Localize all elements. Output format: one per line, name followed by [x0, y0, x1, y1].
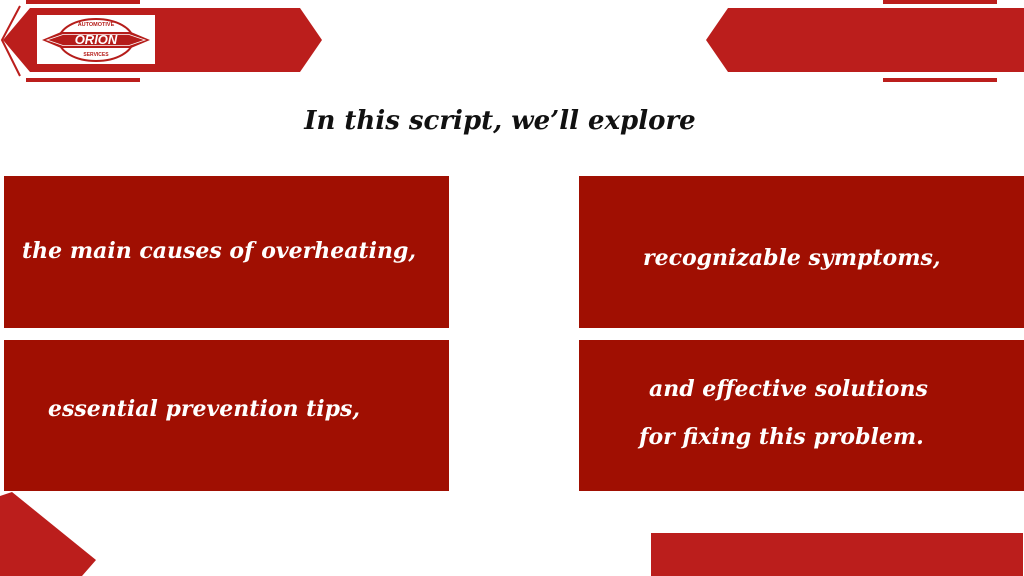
topic-card-solutions: and effective solutions for fixing this …	[579, 340, 1024, 491]
logo-brand-text: ORION	[75, 32, 118, 47]
orion-logo-icon: AUTOMOTIVE ORION SERVICES	[42, 18, 150, 62]
topic-card-text: essential prevention tips,	[48, 396, 361, 422]
logo-top-text: AUTOMOTIVE	[78, 22, 115, 28]
topic-card-text-line-2: for fixing this problem.	[639, 424, 924, 450]
bottom-left-decor	[0, 492, 96, 576]
topic-card-text: the main causes of overheating,	[22, 238, 417, 264]
topic-card-text-line-1: and effective solutions	[649, 376, 928, 402]
top-right-banner	[706, 0, 1024, 82]
bottom-right-bar	[651, 533, 1023, 576]
topic-card-causes: the main causes of overheating,	[4, 176, 449, 328]
page-title: In this script, we’ll explore	[304, 106, 696, 136]
topic-card-prevention: essential prevention tips,	[4, 340, 449, 491]
topic-card-symptoms: recognizable symptoms,	[579, 176, 1024, 328]
logo-sub-text: SERVICES	[83, 52, 109, 58]
topic-card-text: recognizable symptoms,	[643, 245, 941, 271]
company-logo: AUTOMOTIVE ORION SERVICES	[37, 15, 155, 64]
